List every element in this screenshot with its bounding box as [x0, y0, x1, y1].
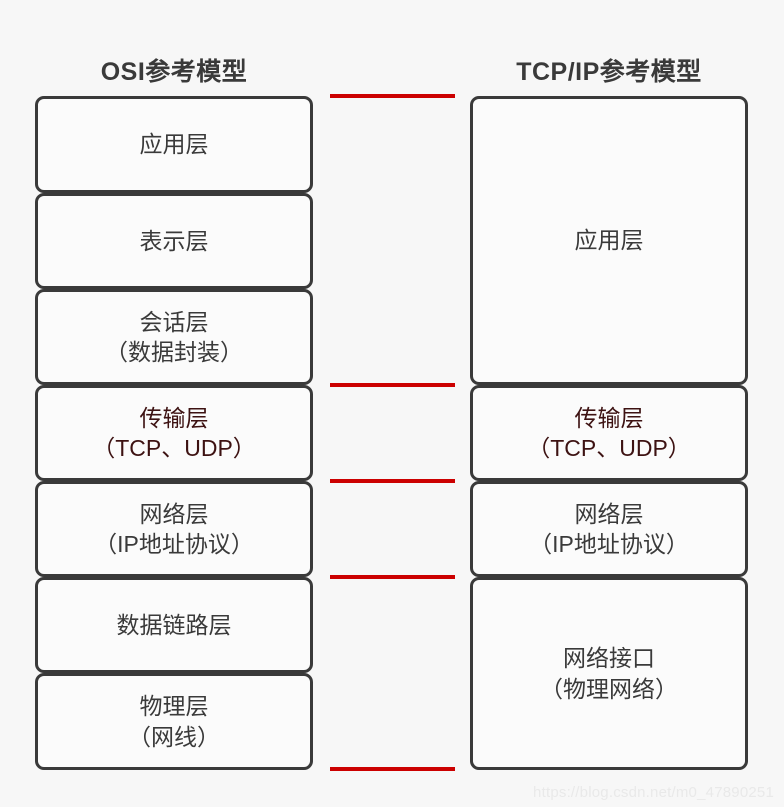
- layer-label-osi-presentation: 表示层: [139, 227, 209, 254]
- watermark-text: https://blog.csdn.net/m0_47890251: [533, 784, 774, 801]
- layer-box-tcpip-netinterface: 网络接口 （物理网络）: [470, 577, 748, 770]
- layer-box-osi-session: 会话层 （数据封装）: [35, 289, 313, 385]
- connector-transport: [330, 383, 455, 387]
- connector-top: [330, 94, 455, 98]
- connector-bottom: [330, 767, 455, 771]
- layer-label-tcpip-network-sub: （IP地址协议）: [529, 531, 689, 557]
- layer-label-osi-transport-sub: （TCP、UDP）: [92, 435, 256, 461]
- layer-box-osi-physical: 物理层 （网线）: [35, 673, 313, 770]
- layer-label-tcpip-netinterface: 网络接口: [563, 645, 655, 672]
- layer-label-osi-session-sub: （数据封装）: [105, 339, 243, 365]
- layer-box-osi-transport: 传输层 （TCP、UDP）: [35, 385, 313, 481]
- layer-label-tcpip-transport-sub: （TCP、UDP）: [527, 435, 691, 461]
- layer-label-osi-physical: 物理层: [139, 693, 209, 720]
- layer-box-osi-application: 应用层: [35, 96, 313, 193]
- tcpip-column-title: TCP/IP参考模型: [516, 58, 702, 86]
- layer-label-tcpip-network: 网络层: [574, 500, 644, 527]
- layer-box-osi-network: 网络层 （IP地址协议）: [35, 481, 313, 577]
- layer-label-tcpip-netinterface-sub: （物理网络）: [540, 675, 678, 702]
- layer-label-osi-session: 会话层: [139, 308, 209, 335]
- connector-datalink: [330, 575, 455, 579]
- layer-box-osi-presentation: 表示层: [35, 193, 313, 289]
- layer-label-osi-physical-sub: （网线）: [128, 723, 220, 750]
- layer-label-tcpip-application: 应用层: [574, 227, 644, 254]
- layer-label-tcpip-transport: 传输层: [574, 404, 644, 431]
- layer-label-osi-application: 应用层: [139, 131, 209, 158]
- layer-box-tcpip-application: 应用层: [470, 96, 748, 385]
- layer-label-osi-transport: 传输层: [139, 404, 209, 431]
- layer-box-tcpip-transport: 传输层 （TCP、UDP）: [470, 385, 748, 481]
- connector-network: [330, 479, 455, 483]
- osi-column-title: OSI参考模型: [100, 58, 248, 86]
- layer-box-osi-datalink: 数据链路层: [35, 577, 313, 673]
- layer-label-osi-network: 网络层: [139, 500, 209, 527]
- layer-label-osi-datalink: 数据链路层: [116, 611, 232, 638]
- layer-label-osi-network-sub: （IP地址协议）: [94, 531, 254, 557]
- layer-box-tcpip-network: 网络层 （IP地址协议）: [470, 481, 748, 577]
